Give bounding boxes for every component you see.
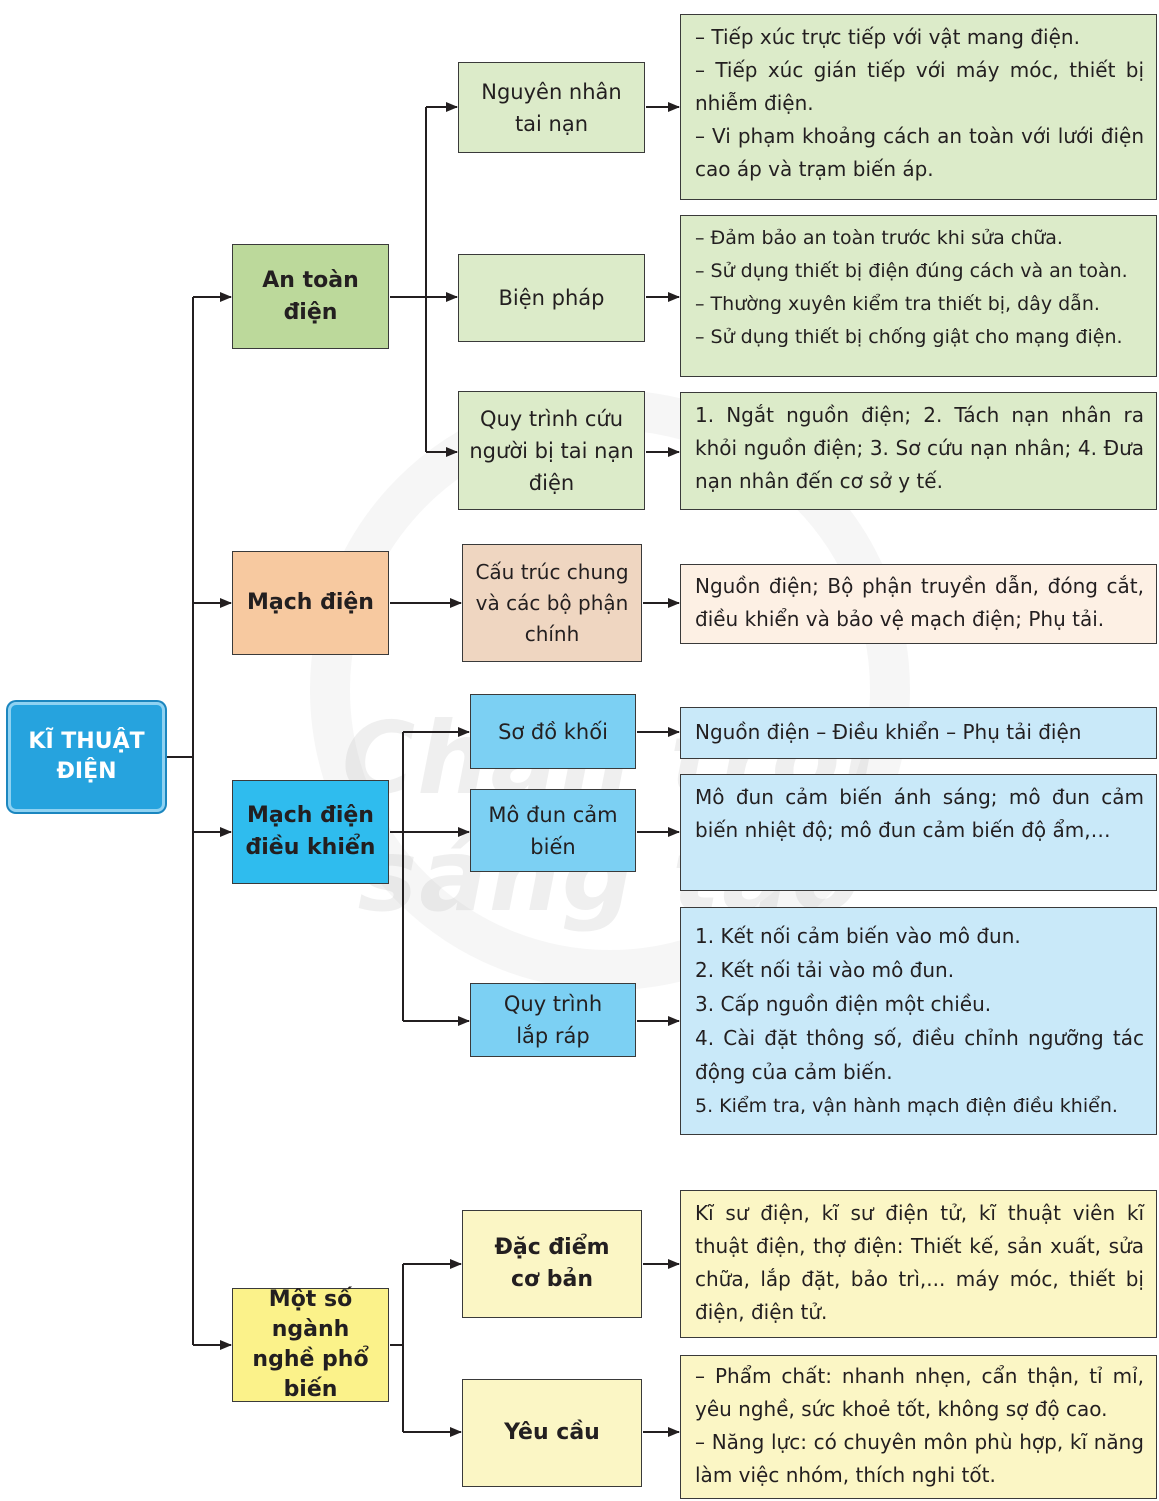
branch-control-circuit: Mạch điện điều khiển bbox=[232, 780, 389, 884]
node-label: Sơ đồ khối bbox=[498, 719, 608, 744]
detail-assembly-procedure: 1. Kết nối cảm biến vào mô đun. 2. Kết n… bbox=[680, 907, 1157, 1135]
detail-accident-causes: – Tiếp xúc trực tiếp với vật mang điện. … bbox=[680, 14, 1157, 200]
branch-label: Mạch điện bbox=[247, 590, 374, 615]
branch-electrical-safety: An toàn điện bbox=[232, 244, 389, 349]
node-rescue-procedure: Quy trình cứu người bị tai nạn điện bbox=[458, 391, 645, 510]
node-requirements: Yêu cầu bbox=[462, 1379, 642, 1487]
node-label: Đặc điểm cơ bản bbox=[494, 1235, 610, 1292]
detail-line: – Sử dụng thiết bị điện đúng cách và an … bbox=[695, 260, 1128, 282]
detail-line: 2. Kết nối tải vào mô đun. bbox=[695, 958, 955, 982]
node-circuit-structure: Cấu trúc chung và các bộ phận chính bbox=[462, 544, 642, 662]
detail-line: 1. Ngắt nguồn điện; 2. Tách nạn nhân ra … bbox=[695, 403, 1144, 493]
branch-label: An toàn điện bbox=[262, 267, 359, 325]
detail-basic-features: Kĩ sư điện, kĩ sư điện tử, kĩ thuật viên… bbox=[680, 1190, 1157, 1338]
detail-line: – Thường xuyên kiểm tra thiết bị, dây dẫ… bbox=[695, 293, 1100, 315]
detail-requirements: – Phẩm chất: nhanh nhẹn, cẩn thận, tỉ mỉ… bbox=[680, 1355, 1157, 1499]
node-label: Biện pháp bbox=[498, 286, 605, 310]
node-assembly-procedure: Quy trình lắp ráp bbox=[470, 983, 636, 1057]
detail-line: – Đảm bảo an toàn trước khi sửa chữa. bbox=[695, 227, 1063, 249]
detail-block-diagram: Nguồn điện – Điều khiển – Phụ tải điện bbox=[680, 707, 1157, 759]
detail-line: – Vi phạm khoảng cách an toàn với lưới đ… bbox=[695, 124, 1144, 181]
detail-line: 5. Kiểm tra, vận hành mạch điện điều khi… bbox=[695, 1095, 1118, 1117]
detail-line: Nguồn điện; Bộ phận truyền dẫn, đóng cắt… bbox=[695, 574, 1144, 631]
detail-line: – Tiếp xúc trực tiếp với vật mang điện. bbox=[695, 25, 1080, 49]
detail-line: 3. Cấp nguồn điện một chiều. bbox=[695, 992, 992, 1016]
branch-common-occupations: Một số ngành nghề phổ biến bbox=[232, 1287, 389, 1402]
node-label: Cấu trúc chung và các bộ phận chính bbox=[475, 559, 629, 646]
node-basic-features: Đặc điểm cơ bản bbox=[462, 1210, 642, 1318]
node-safety-measures: Biện pháp bbox=[458, 254, 645, 342]
detail-safety-measures: – Đảm bảo an toàn trước khi sửa chữa. – … bbox=[680, 215, 1157, 377]
detail-line: Mô đun cảm biến ánh sáng; mô đun cảm biế… bbox=[695, 785, 1144, 842]
branch-label: Một số ngành nghề phổ biến bbox=[252, 1287, 369, 1402]
node-accident-causes: Nguyên nhân tai nạn bbox=[458, 62, 645, 153]
root-node: KĨ THUẬT ĐIỆN bbox=[8, 702, 165, 812]
detail-rescue-procedure: 1. Ngắt nguồn điện; 2. Tách nạn nhân ra … bbox=[680, 392, 1157, 510]
root-label: KĨ THUẬT ĐIỆN bbox=[28, 729, 145, 784]
detail-line: – Sử dụng thiết bị chống giật cho mạng đ… bbox=[695, 326, 1123, 348]
node-label: Yêu cầu bbox=[504, 1420, 600, 1445]
detail-line: – Tiếp xúc gián tiếp với máy móc, thiết … bbox=[695, 58, 1144, 115]
detail-line: Nguồn điện – Điều khiển – Phụ tải điện bbox=[695, 720, 1082, 744]
node-label: Quy trình cứu người bị tai nạn điện bbox=[469, 406, 634, 495]
detail-line: 1. Kết nối cảm biến vào mô đun. bbox=[695, 924, 1021, 948]
node-block-diagram: Sơ đồ khối bbox=[470, 694, 636, 769]
detail-line: Kĩ sư điện, kĩ sư điện tử, kĩ thuật viên… bbox=[695, 1201, 1144, 1324]
detail-line: – Phẩm chất: nhanh nhẹn, cẩn thận, tỉ mỉ… bbox=[695, 1364, 1144, 1421]
detail-circuit-structure: Nguồn điện; Bộ phận truyền dẫn, đóng cắt… bbox=[680, 564, 1157, 644]
node-label: Mô đun cảm biến bbox=[488, 802, 618, 859]
node-label: Quy trình lắp ráp bbox=[503, 992, 603, 1048]
branch-electric-circuit: Mạch điện bbox=[232, 551, 389, 655]
detail-line: – Năng lực: có chuyên môn phù hợp, kĩ nă… bbox=[695, 1430, 1144, 1487]
detail-line: 4. Cài đặt thông số, điều chỉnh ngưỡng t… bbox=[695, 1026, 1144, 1084]
detail-sensor-module: Mô đun cảm biến ánh sáng; mô đun cảm biế… bbox=[680, 774, 1157, 891]
node-label: Nguyên nhân tai nạn bbox=[481, 79, 622, 136]
branch-label: Mạch điện điều khiển bbox=[245, 803, 376, 860]
node-sensor-module: Mô đun cảm biến bbox=[470, 789, 636, 872]
